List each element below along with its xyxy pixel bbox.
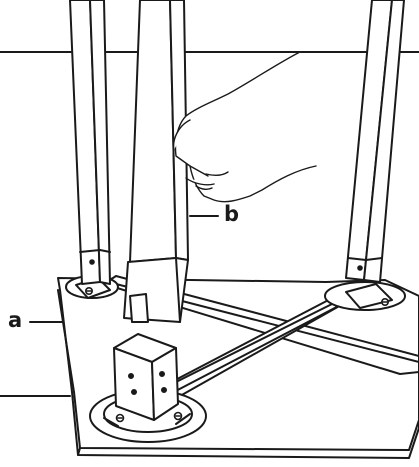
leg-back-right xyxy=(345,0,405,283)
mounting-plate-back-right xyxy=(324,281,406,311)
front-bracket xyxy=(113,333,179,421)
leg-back-left xyxy=(69,0,111,285)
callout-label-b: b xyxy=(224,202,240,226)
hand-icon xyxy=(172,51,317,203)
callout-label-a: a xyxy=(8,308,23,332)
screw-icon xyxy=(85,286,389,423)
leg-center xyxy=(123,0,189,323)
